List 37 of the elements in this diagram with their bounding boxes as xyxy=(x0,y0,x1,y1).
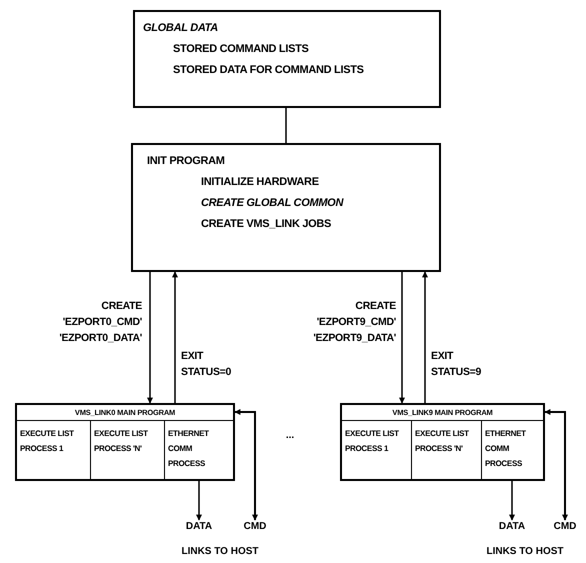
connector-line xyxy=(285,108,287,143)
program-box xyxy=(340,403,545,481)
edge-label: CREATE 'EZPORT9_CMD' 'EZPORT9_DATA' xyxy=(312,299,396,346)
process-box xyxy=(131,143,441,272)
group-caption: LINKS TO HOST xyxy=(485,546,565,557)
process-cell: EXECUTE LIST PROCESS 1 xyxy=(342,421,412,479)
process-cell: EXECUTE LIST PROCESS 'N' xyxy=(412,421,482,479)
arrow xyxy=(147,272,153,404)
arrow xyxy=(509,479,515,521)
box-item: CREATE VMS_LINK JOBS xyxy=(201,218,332,230)
arrow xyxy=(544,409,568,521)
arrow xyxy=(196,479,202,521)
box-heading: INIT PROGRAM xyxy=(147,155,226,167)
box-item: CREATE GLOBAL COMMON xyxy=(201,197,344,209)
signal-label: CMD xyxy=(240,520,270,534)
box-item: STORED COMMAND LISTS xyxy=(173,43,310,55)
arrow xyxy=(172,271,178,403)
edge-label: CREATE 'EZPORT0_CMD' 'EZPORT0_DATA' xyxy=(58,299,142,346)
signal-label: CMD xyxy=(550,520,580,534)
box-item: INITIALIZE HARDWARE xyxy=(201,176,320,188)
process-cell: EXECUTE LIST PROCESS 1 xyxy=(17,421,91,479)
edge-label: EXIT STATUS=0 xyxy=(181,349,232,380)
program-box xyxy=(15,403,235,481)
signal-label: DATA xyxy=(182,520,216,534)
group-caption: LINKS TO HOST xyxy=(180,546,260,557)
process-cell: EXECUTE LIST PROCESS 'N' xyxy=(91,421,165,479)
box-item: STORED DATA FOR COMMAND LISTS xyxy=(173,64,365,76)
arrow xyxy=(422,271,428,403)
ellipsis: ... xyxy=(284,430,296,441)
arrow xyxy=(399,272,405,404)
process-box xyxy=(133,10,441,108)
edge-label: EXIT STATUS=9 xyxy=(431,349,482,380)
process-cell: ETHERNET COMM PROCESS xyxy=(482,421,543,479)
process-cell: ETHERNET COMM PROCESS xyxy=(165,421,233,479)
signal-label: DATA xyxy=(495,520,529,534)
arrow xyxy=(234,409,258,521)
box-heading: GLOBAL DATA xyxy=(143,22,219,34)
